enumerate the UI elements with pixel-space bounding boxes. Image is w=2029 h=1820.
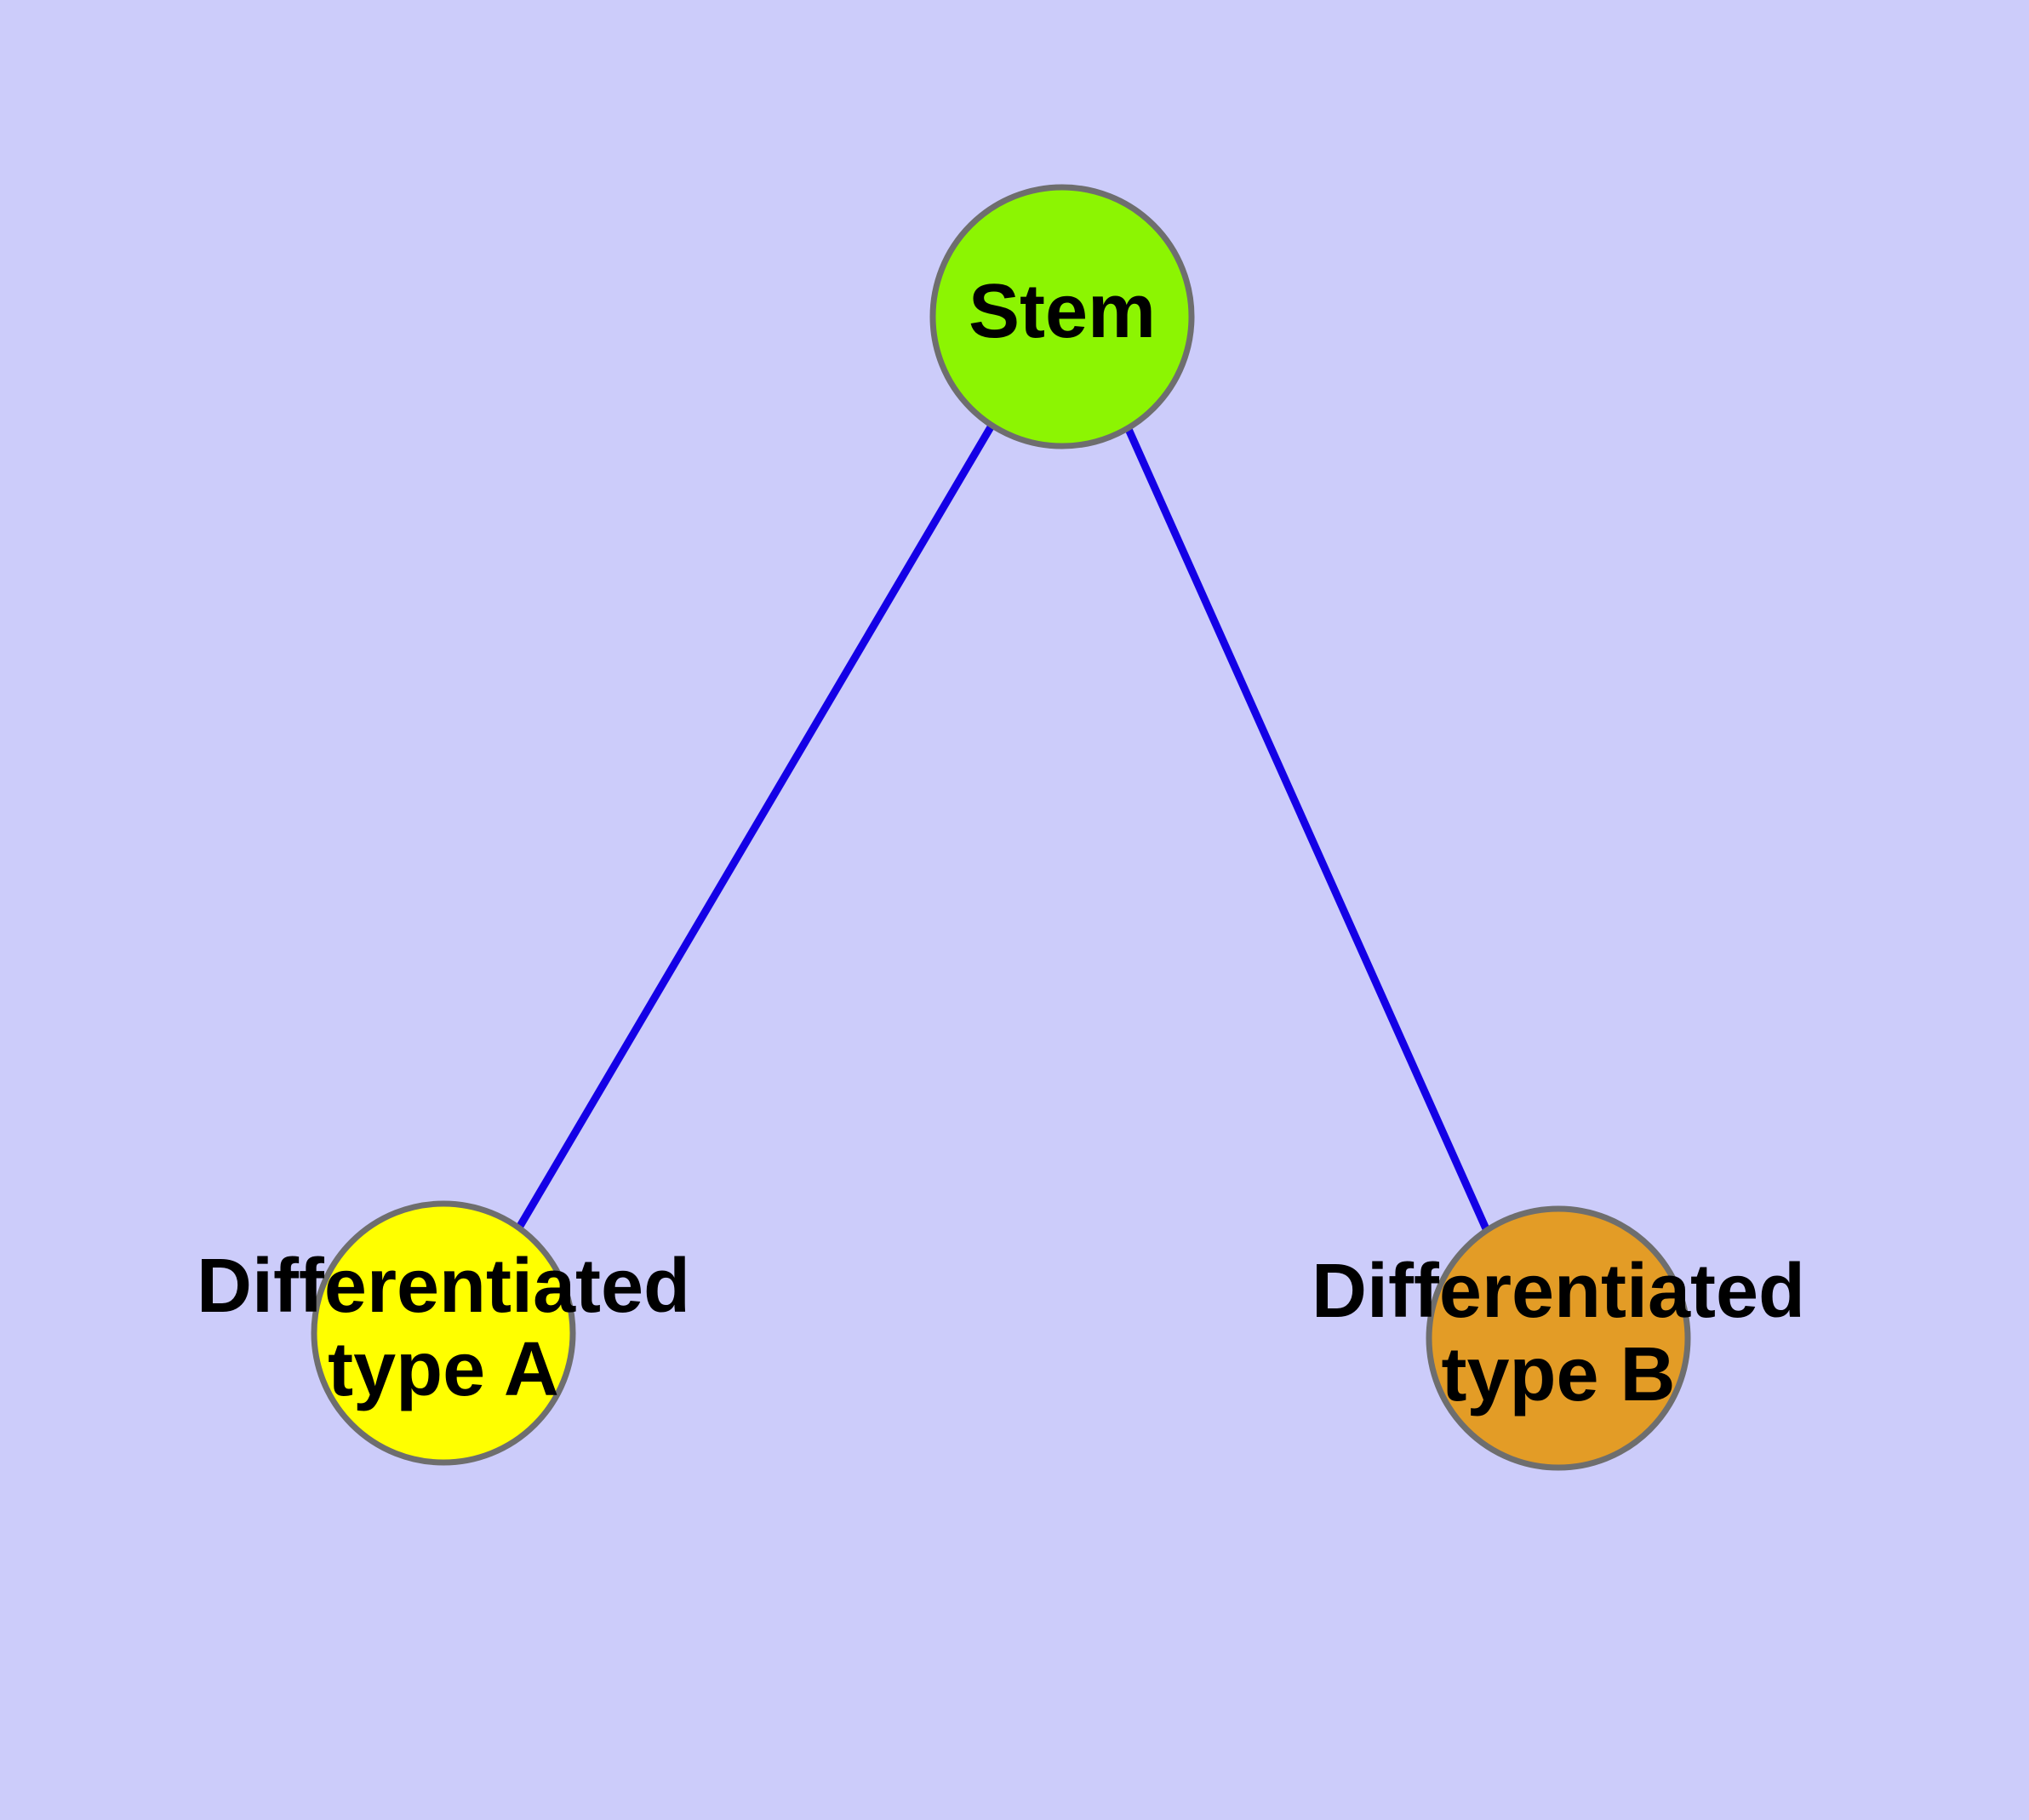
node-stem[interactable]: Stem: [929, 184, 1195, 449]
node-diff-a-circle[interactable]: [311, 1200, 576, 1466]
edges-layer: [516, 423, 1492, 1234]
node-diff-b-circle[interactable]: [1426, 1205, 1691, 1471]
edge-stem-to-diff-a[interactable]: [516, 423, 995, 1230]
node-stem-circle[interactable]: [929, 184, 1195, 449]
node-stem-label: Stem: [969, 269, 1156, 354]
edge-stem-to-diff-b[interactable]: [1123, 426, 1492, 1234]
